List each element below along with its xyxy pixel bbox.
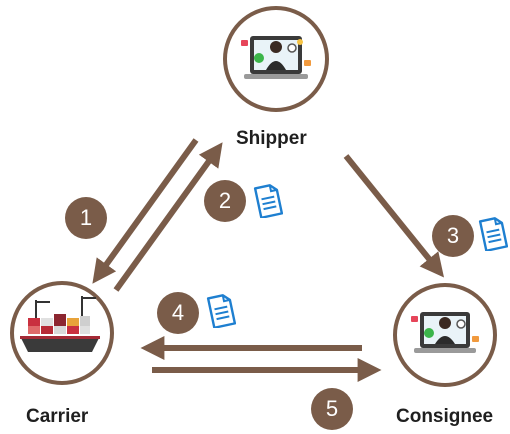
shipper-label: Shipper (236, 128, 307, 149)
person-at-laptop-icon (411, 312, 479, 353)
cargo-ship-icon (20, 296, 100, 352)
step-1-badge: 1 (65, 197, 107, 239)
step-4-badge: 4 (157, 292, 199, 334)
carrier-node (10, 281, 114, 385)
document-icon (206, 294, 236, 328)
document-icon (253, 184, 283, 218)
document-icon (478, 217, 508, 251)
arrow-shipper-to-carrier (92, 138, 199, 284)
person-at-laptop-icon (241, 36, 311, 79)
step-3-badge: 3 (432, 215, 474, 257)
arrow-carrier-to-shipper (113, 142, 223, 292)
arrow-shipper-to-consignee (343, 154, 445, 278)
step-5-badge: 5 (311, 388, 353, 430)
step-2-badge: 2 (204, 180, 246, 222)
shipper-node (223, 6, 329, 112)
carrier-label: Carrier (26, 406, 89, 427)
consignee-node (393, 283, 497, 387)
consignee-label: Consignee (396, 406, 494, 427)
